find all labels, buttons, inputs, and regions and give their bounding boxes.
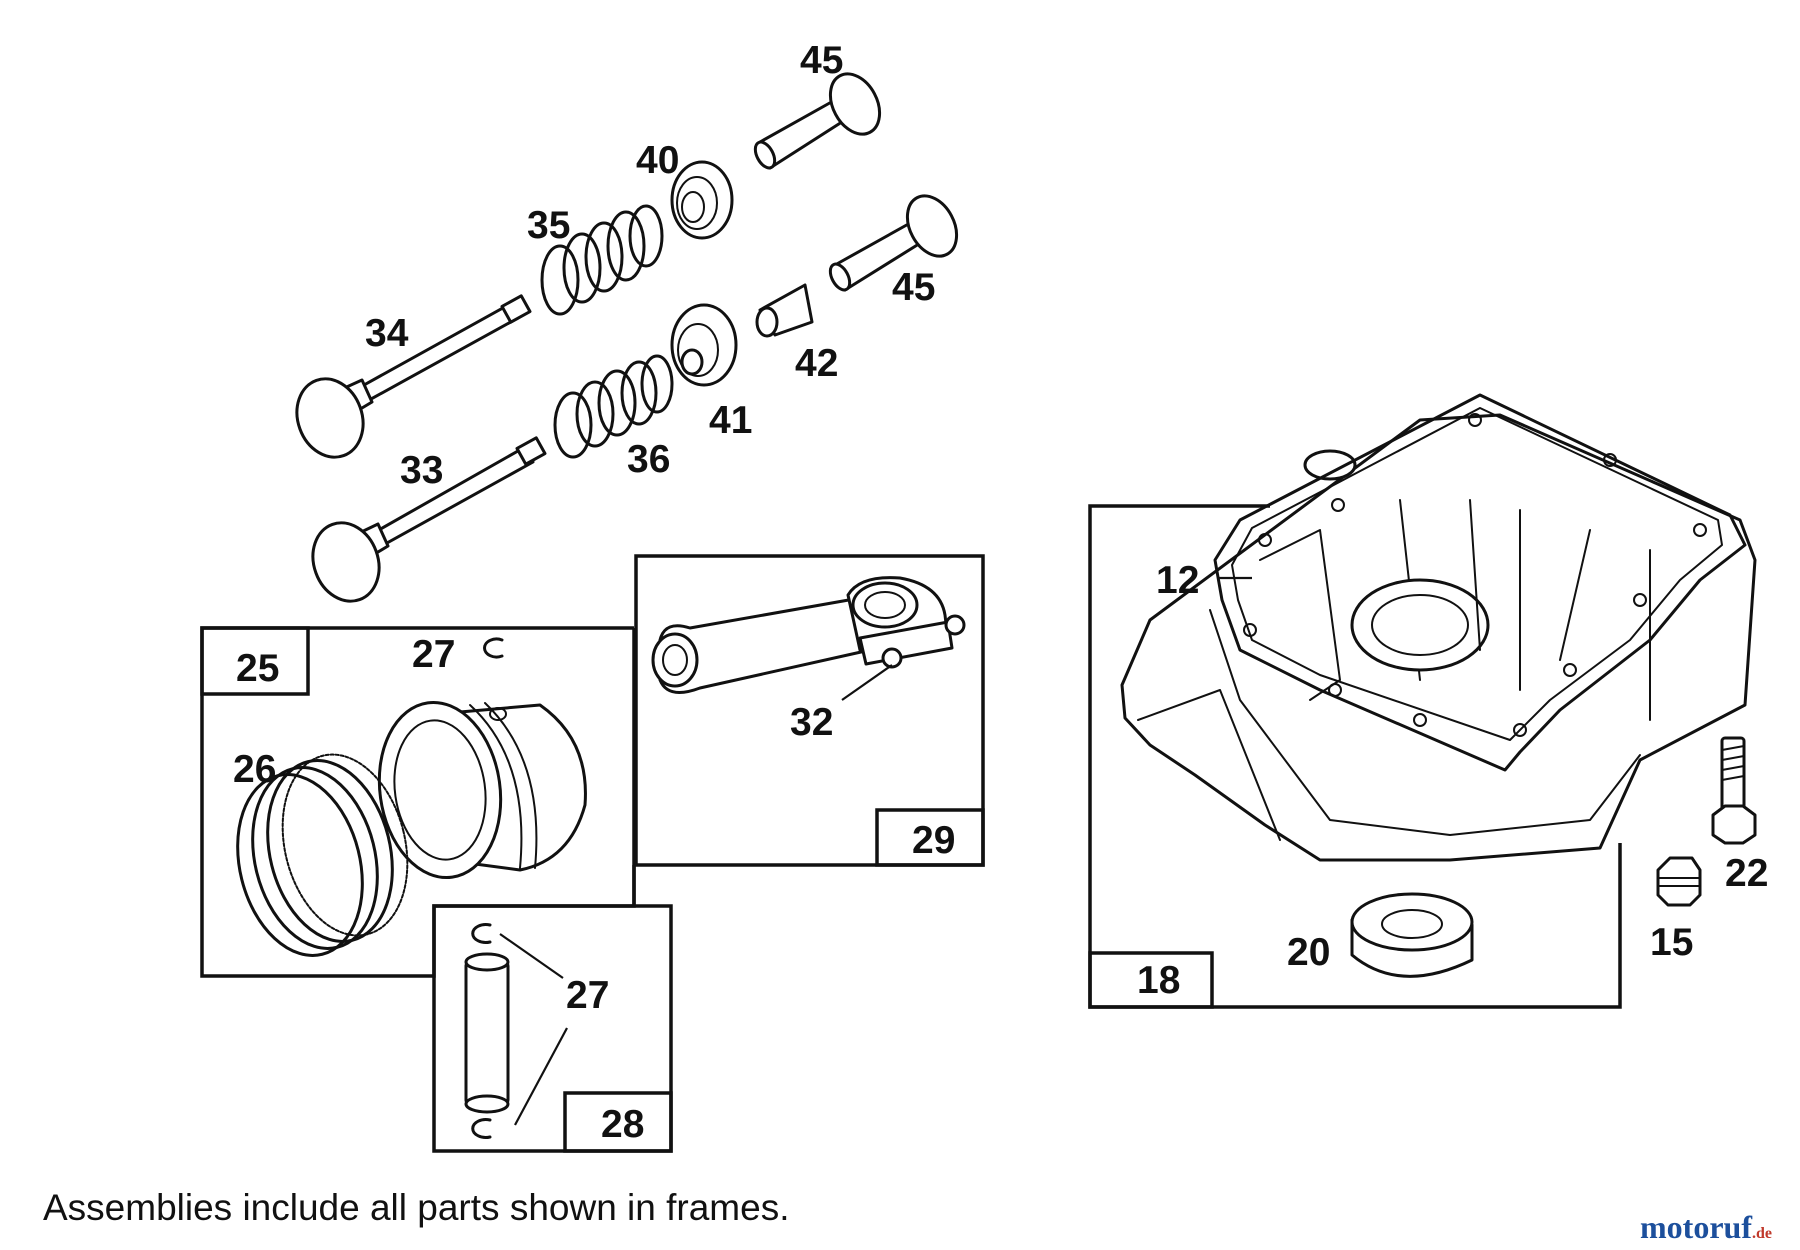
part-piston-rings-26 [236,753,409,957]
watermark-logo: motoruf.de [1640,1209,1772,1245]
callout-33: 33 [400,449,443,492]
callout-20: 20 [1287,931,1330,974]
callout-25: 25 [236,647,279,690]
callout-27-piston: 27 [412,633,455,676]
callout-29: 29 [912,819,955,862]
callout-18: 18 [1137,959,1180,1002]
callout-45-lower: 45 [892,266,935,309]
callout-42: 42 [795,342,838,385]
part-wrist-pin [464,952,510,1114]
part-bolt-22 [1711,736,1757,845]
watermark-main: motoruf [1640,1209,1752,1245]
svg-text:motoruf.de: motoruf.de [1640,1209,1772,1245]
callout-41: 41 [709,399,752,442]
callout-28: 28 [601,1103,644,1146]
callout-35: 35 [527,204,570,247]
callout-32: 32 [790,701,833,744]
part-valve-34 [295,294,532,459]
callout-40: 40 [636,139,679,182]
part-valve-tappet-45-top [753,72,882,170]
callout-26: 26 [233,748,276,791]
part-clip-27-piston [483,637,504,659]
part-clip-27-pin-bottom [471,1118,492,1139]
part-oil-seal-20 [1350,892,1474,978]
callout-27-pin: 27 [566,974,609,1017]
leader-line-27-bottom [514,1027,568,1126]
callout-34: 34 [365,312,409,355]
part-gasket-12 [1213,393,1747,772]
leader-line-27-top [499,933,564,979]
watermark-tld: .de [1752,1225,1772,1242]
part-retainer-40 [670,160,734,240]
caption-text: Assemblies include all parts shown in fr… [43,1187,790,1228]
callout-12: 12 [1156,559,1199,602]
callout-15: 15 [1650,921,1693,964]
frame-wrist-pin-28 [432,904,673,1153]
frame-connecting-rod-29 [634,554,985,867]
part-valve-33 [311,436,547,603]
part-retainer-41 [670,303,738,387]
part-drain-plug-15 [1656,856,1702,907]
leader-line-32 [841,664,893,701]
part-clip-27-pin-top [471,923,492,944]
part-spring-35 [540,204,664,316]
callout-36: 36 [627,438,670,481]
part-spring-36 [553,354,674,459]
part-connecting-rod-32 [651,576,966,694]
part-valve-tappet-45-lower [828,194,959,292]
part-keeper-42 [755,283,814,338]
callout-45-top: 45 [800,39,843,82]
part-sump-housing [1120,413,1757,862]
frame-sump-assembly-18 [1088,504,1622,1009]
part-piston [377,700,587,880]
callout-22: 22 [1725,852,1768,895]
